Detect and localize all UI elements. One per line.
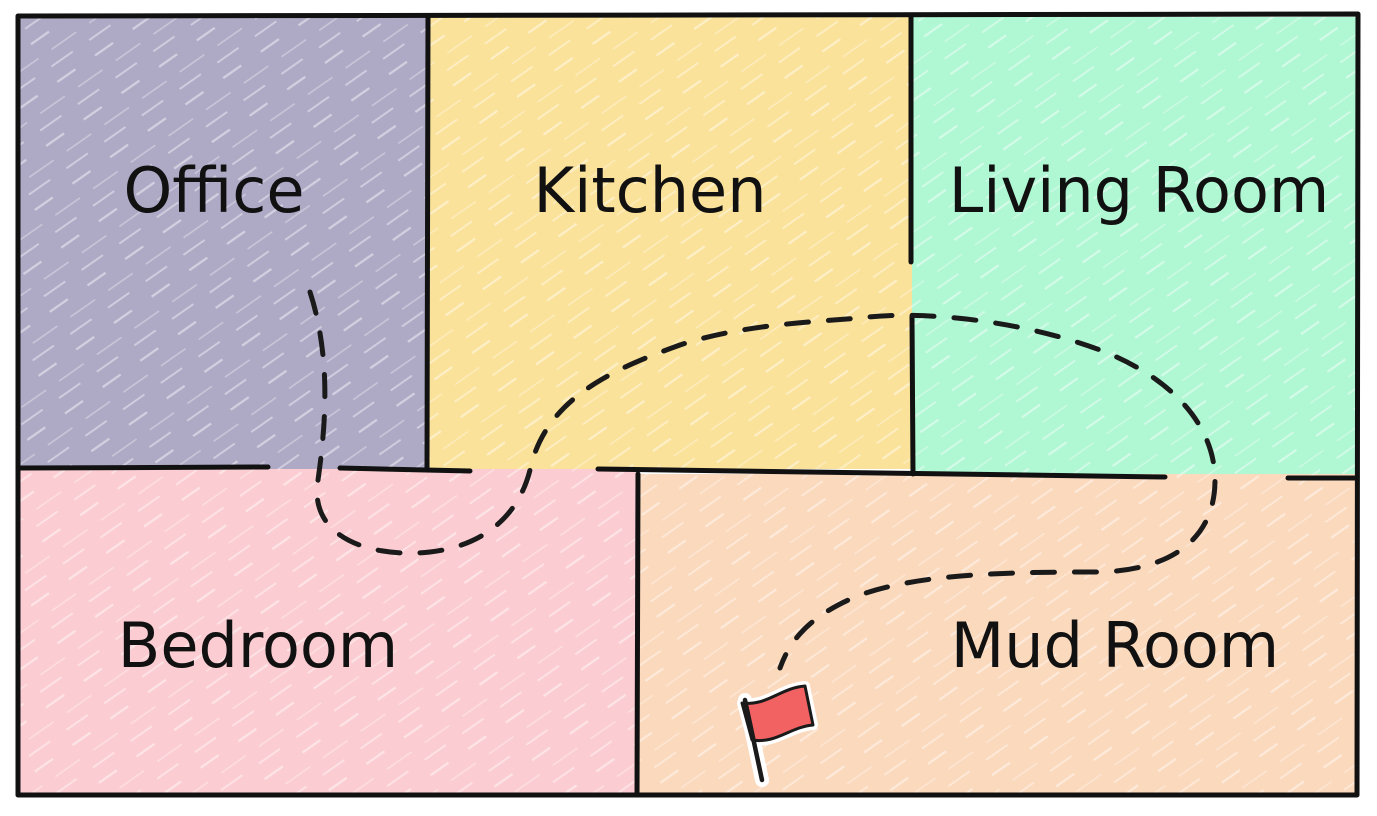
office-label: Office [124, 154, 305, 227]
living-room-label: Living Room [949, 154, 1330, 227]
walls [15, 11, 1361, 798]
bedroom-label: Bedroom [118, 609, 398, 682]
route-path [307, 289, 1218, 671]
mud-room-label: Mud Room [951, 609, 1279, 682]
flag-icon [737, 681, 818, 787]
hatch-texture [20, 17, 1357, 794]
kitchen-label: Kitchen [533, 154, 766, 227]
